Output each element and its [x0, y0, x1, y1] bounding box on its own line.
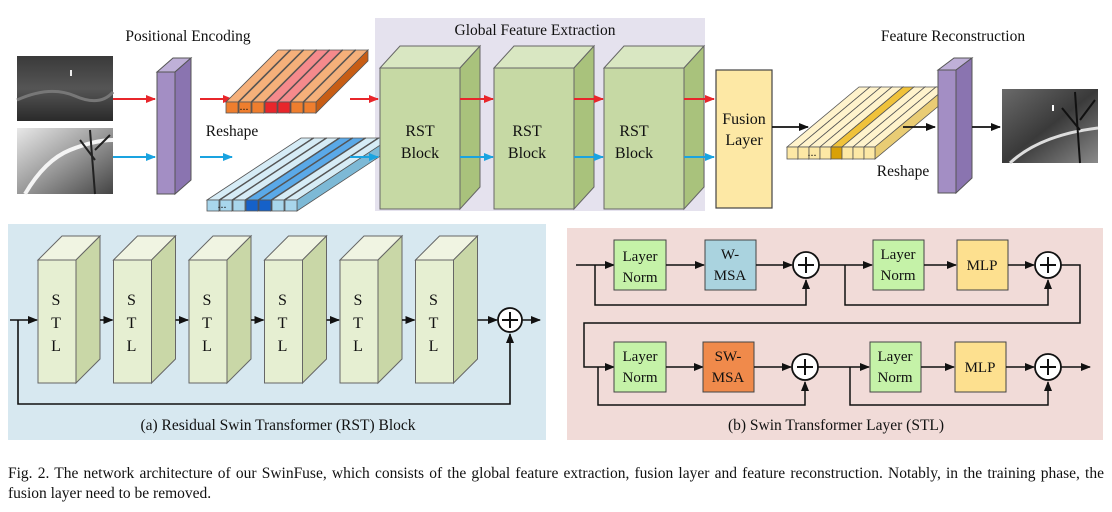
rst-block-label: RST: [619, 123, 649, 140]
rst-block-1: RST Block: [378, 44, 482, 211]
reshape-label-left: Reshape: [206, 123, 259, 140]
layer-norm-box: Layer Norm: [613, 341, 667, 393]
feature-reconstruction-label: Feature Reconstruction: [881, 28, 1025, 45]
reshape-label-right: Reshape: [877, 163, 930, 180]
skip-connection: [844, 265, 1052, 306]
panel-a-title: (a) Residual Swin Transformer (RST) Bloc…: [140, 417, 415, 434]
architecture-figure: Positional Encoding Global Feature Extra…: [8, 18, 1103, 440]
layer-norm-box: Layer Norm: [872, 239, 925, 291]
residual-connection: [17, 320, 514, 405]
svg-text:MSA: MSA: [712, 370, 745, 386]
rst-block-label: RST: [512, 123, 542, 140]
token-bar: [303, 49, 369, 114]
layer-norm-box: Layer Norm: [869, 341, 922, 393]
layer-norm-box: Layer Norm: [613, 239, 667, 291]
fusion-layer: Fusion Layer: [715, 69, 773, 209]
rst-block-label: Block: [615, 145, 653, 162]
add-node: [1034, 353, 1062, 381]
wmsa-box: W- MSA: [704, 239, 757, 291]
svg-text:Layer: Layer: [623, 249, 658, 265]
svg-text:Norm: Norm: [623, 370, 658, 386]
row-connector: [583, 264, 1081, 371]
stl-letter: S: [203, 292, 212, 309]
svg-text:Norm: Norm: [878, 370, 913, 386]
mlp-box: MLP: [954, 341, 1007, 393]
svg-text:MLP: MLP: [965, 360, 996, 376]
add-node: [791, 353, 819, 381]
stl-letter: L: [278, 338, 288, 355]
ellipsis-label: ...: [218, 197, 227, 211]
stl-letter: L: [51, 338, 61, 355]
fusion-label: Layer: [725, 132, 763, 149]
skip-connection: [597, 367, 809, 406]
svg-text:Layer: Layer: [623, 349, 658, 365]
svg-text:Layer: Layer: [878, 349, 913, 365]
stl-letter: T: [429, 315, 439, 332]
figure-caption: Fig. 2. The network architecture of our …: [8, 465, 1104, 502]
stl-letter: L: [202, 338, 212, 355]
stl-block: STL: [187, 234, 253, 385]
skip-connection: [849, 367, 1052, 406]
fusion-label: Fusion: [722, 111, 766, 128]
reconstruction-layer: [936, 57, 974, 195]
rst-block-2: RST Block: [492, 44, 596, 211]
svg-text:MSA: MSA: [714, 268, 747, 284]
svg-text:MLP: MLP: [967, 258, 998, 274]
stl-letter: T: [353, 315, 363, 332]
fused-token-bars: [785, 86, 949, 160]
infrared-input-image: [16, 56, 115, 121]
stl-block: STL: [414, 234, 479, 385]
stl-letter: S: [429, 292, 438, 309]
stl-block: STL: [112, 234, 177, 385]
residual-add-node: [497, 307, 523, 333]
svg-text:Layer: Layer: [881, 247, 916, 263]
panel-b-title: (b) Swin Transformer Layer (STL): [728, 417, 944, 434]
rst-block-label: RST: [405, 123, 435, 140]
stl-letter: S: [278, 292, 287, 309]
rst-block-label: Block: [401, 145, 439, 162]
visible-token-bars: [205, 137, 393, 212]
swmsa-box: SW- MSA: [702, 341, 755, 393]
skip-connection: [594, 265, 810, 306]
stl-letter: T: [278, 315, 288, 332]
ellipsis-label: ...: [240, 99, 249, 113]
add-node: [792, 251, 820, 279]
add-node: [1034, 251, 1062, 279]
svg-text:SW-: SW-: [715, 349, 742, 365]
stl-letter: S: [52, 292, 61, 309]
stl-letter: L: [429, 338, 439, 355]
stl-letter: L: [127, 338, 137, 355]
stl-block: STL: [36, 234, 102, 385]
svg-text:W-: W-: [721, 247, 739, 263]
ellipsis-label: ...: [808, 145, 817, 159]
svg-text:Norm: Norm: [881, 268, 916, 284]
stl-letter: S: [354, 292, 363, 309]
rst-block-label: Block: [508, 145, 546, 162]
positional-encoding-label: Positional Encoding: [125, 28, 251, 45]
stl-letter: S: [127, 292, 136, 309]
stl-block: STL: [338, 234, 404, 385]
global-feature-extraction-label: Global Feature Extraction: [455, 22, 616, 39]
visible-input-image: [17, 128, 114, 196]
stl-letter: T: [127, 315, 137, 332]
mlp-box: MLP: [956, 239, 1009, 291]
stl-letter: T: [202, 315, 212, 332]
stl-block: STL: [263, 234, 328, 385]
stl-letter: T: [51, 315, 61, 332]
infrared-token-bars: [225, 49, 369, 114]
rst-block-3: RST Block: [602, 44, 706, 211]
token-bar: [862, 86, 949, 160]
positional-encoding-layer: [155, 56, 193, 196]
stl-letter: L: [353, 338, 363, 355]
fused-output-image: [1002, 89, 1099, 165]
svg-text:Norm: Norm: [623, 270, 658, 286]
